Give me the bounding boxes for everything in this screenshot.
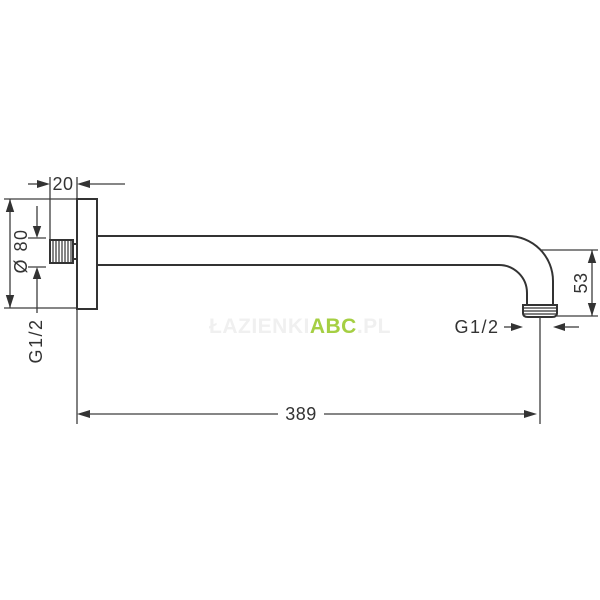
arrow-up-icon [32, 267, 42, 279]
dim-flange-diameter: Ø 80 [4, 198, 76, 309]
shower-arm-tube [96, 235, 554, 306]
watermark: ŁAZIENKIABC.PL [209, 315, 391, 338]
dim-label-outlet-thread: G1/2 [454, 317, 499, 337]
arrow-down-icon [32, 226, 42, 238]
watermark-prefix: ŁAZIENKI [209, 315, 310, 338]
dim-label-plate-depth: 20 [52, 174, 73, 194]
arrow-left-icon [553, 323, 565, 331]
watermark-brand: ABC [310, 315, 357, 338]
watermark-suffix: .PL [357, 315, 391, 338]
dim-plate-depth: 20 [28, 174, 125, 239]
arrow-down-icon [5, 295, 15, 308]
dim-wall-thread: G1/2 [26, 206, 46, 364]
arrow-left-icon [77, 410, 90, 418]
wall-thread-knurl-lines [52, 240, 72, 263]
wall-thread-neck [72, 243, 78, 260]
arrow-left-icon [77, 180, 90, 188]
arrow-right-icon [511, 323, 523, 331]
arrow-right-icon [37, 180, 50, 188]
dim-label-wall-thread: G1/2 [26, 318, 46, 363]
arrow-up-icon [587, 250, 597, 263]
dim-label-arm-length: 389 [285, 404, 317, 424]
arrow-up-icon [5, 199, 15, 212]
arrow-right-icon [524, 410, 537, 418]
dim-label-flange-diameter: Ø 80 [11, 228, 31, 273]
outlet-thread-ridges [523, 307, 557, 315]
wall-flange [76, 198, 98, 310]
arrow-down-icon [587, 303, 597, 316]
dim-drop-height: 53 [541, 249, 598, 317]
dim-label-drop-height: 53 [571, 272, 591, 293]
dim-arm-length: 389 [76, 309, 537, 424]
dim-outlet-thread: G1/2 [454, 317, 579, 424]
